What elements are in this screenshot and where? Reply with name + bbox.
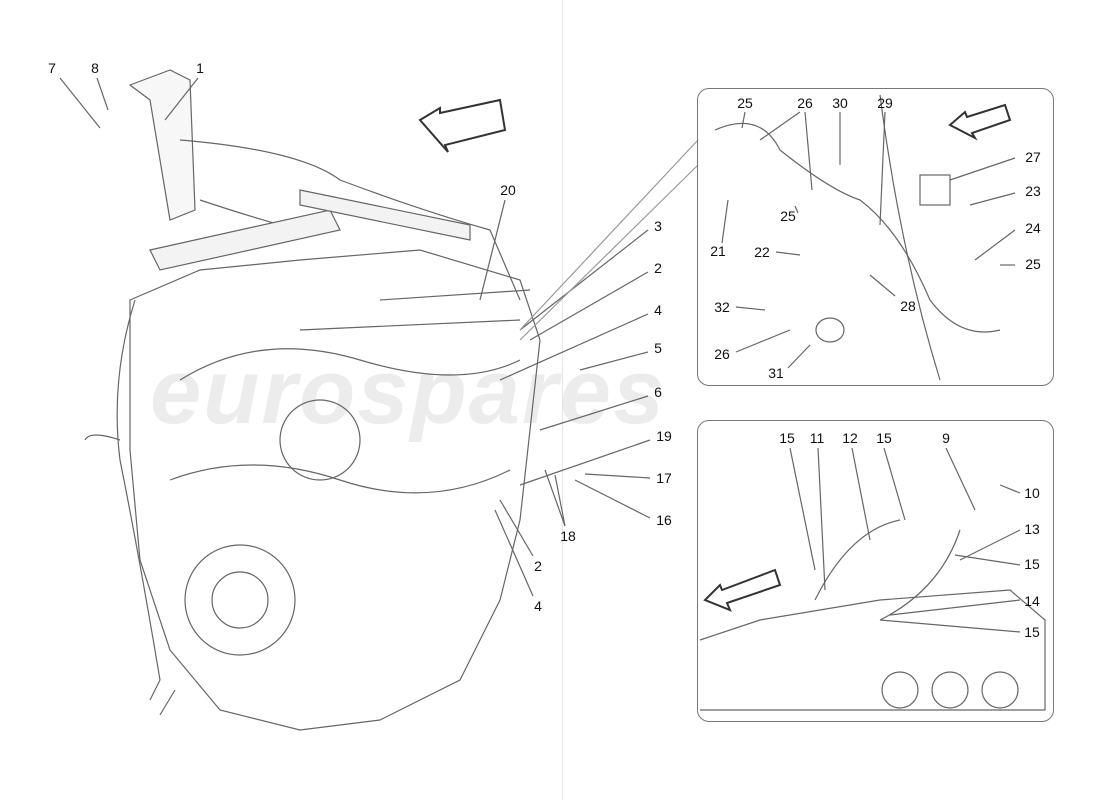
callout-label: 31 xyxy=(768,365,784,381)
callout-label: 2 xyxy=(654,260,662,276)
callout-label: 13 xyxy=(1024,521,1040,537)
callout-label: 14 xyxy=(1024,593,1040,609)
callout-label: 3 xyxy=(654,218,662,234)
callout-label: 12 xyxy=(842,430,858,446)
callout-label: 4 xyxy=(654,302,662,318)
watermark: eurospares xyxy=(150,341,667,443)
callout-label: 5 xyxy=(654,340,662,356)
callout-label: 10 xyxy=(1024,485,1040,501)
callout-label: 27 xyxy=(1025,149,1041,165)
direction-arrow-icon xyxy=(418,98,507,153)
pulley xyxy=(184,544,296,656)
inset-top-detail xyxy=(697,88,1054,386)
callout-label: 32 xyxy=(714,299,730,315)
callout-label: 6 xyxy=(654,384,662,400)
callout-label: 23 xyxy=(1025,183,1041,199)
callout-label: 11 xyxy=(809,430,825,446)
callout-label: 29 xyxy=(877,95,893,111)
wiring-harness xyxy=(84,139,521,716)
callout-label: 26 xyxy=(797,95,813,111)
callout-label: 18 xyxy=(560,528,576,544)
page-divider xyxy=(562,0,563,800)
callout-label: 15 xyxy=(876,430,892,446)
callout-label: 19 xyxy=(656,428,672,444)
callout-label: 17 xyxy=(656,470,672,486)
callout-label: 20 xyxy=(500,182,516,198)
callout-label: 1 xyxy=(196,60,204,76)
callout-label: 24 xyxy=(1025,220,1041,236)
callout-label: 21 xyxy=(710,243,726,259)
callout-label: 15 xyxy=(1024,624,1040,640)
callout-label: 4 xyxy=(534,598,542,614)
callout-label: 9 xyxy=(942,430,950,446)
direction-arrow-icon xyxy=(948,103,1012,141)
engine-block xyxy=(129,249,541,731)
callout-label: 16 xyxy=(656,512,672,528)
callout-label: 25 xyxy=(1025,256,1041,272)
ecu xyxy=(128,69,196,221)
callout-label: 15 xyxy=(1024,556,1040,572)
callout-label: 26 xyxy=(714,346,730,362)
callout-label: 7 xyxy=(48,60,56,76)
callout-label: 30 xyxy=(832,95,848,111)
callout-label: 25 xyxy=(780,208,796,224)
inset-bottom-detail xyxy=(697,420,1054,722)
direction-arrow-icon xyxy=(703,568,782,612)
callout-label: 8 xyxy=(91,60,99,76)
callout-label: 25 xyxy=(737,95,753,111)
callout-label: 2 xyxy=(534,558,542,574)
callout-label: 15 xyxy=(779,430,795,446)
callout-label: 22 xyxy=(754,244,770,260)
callout-label: 28 xyxy=(900,298,916,314)
